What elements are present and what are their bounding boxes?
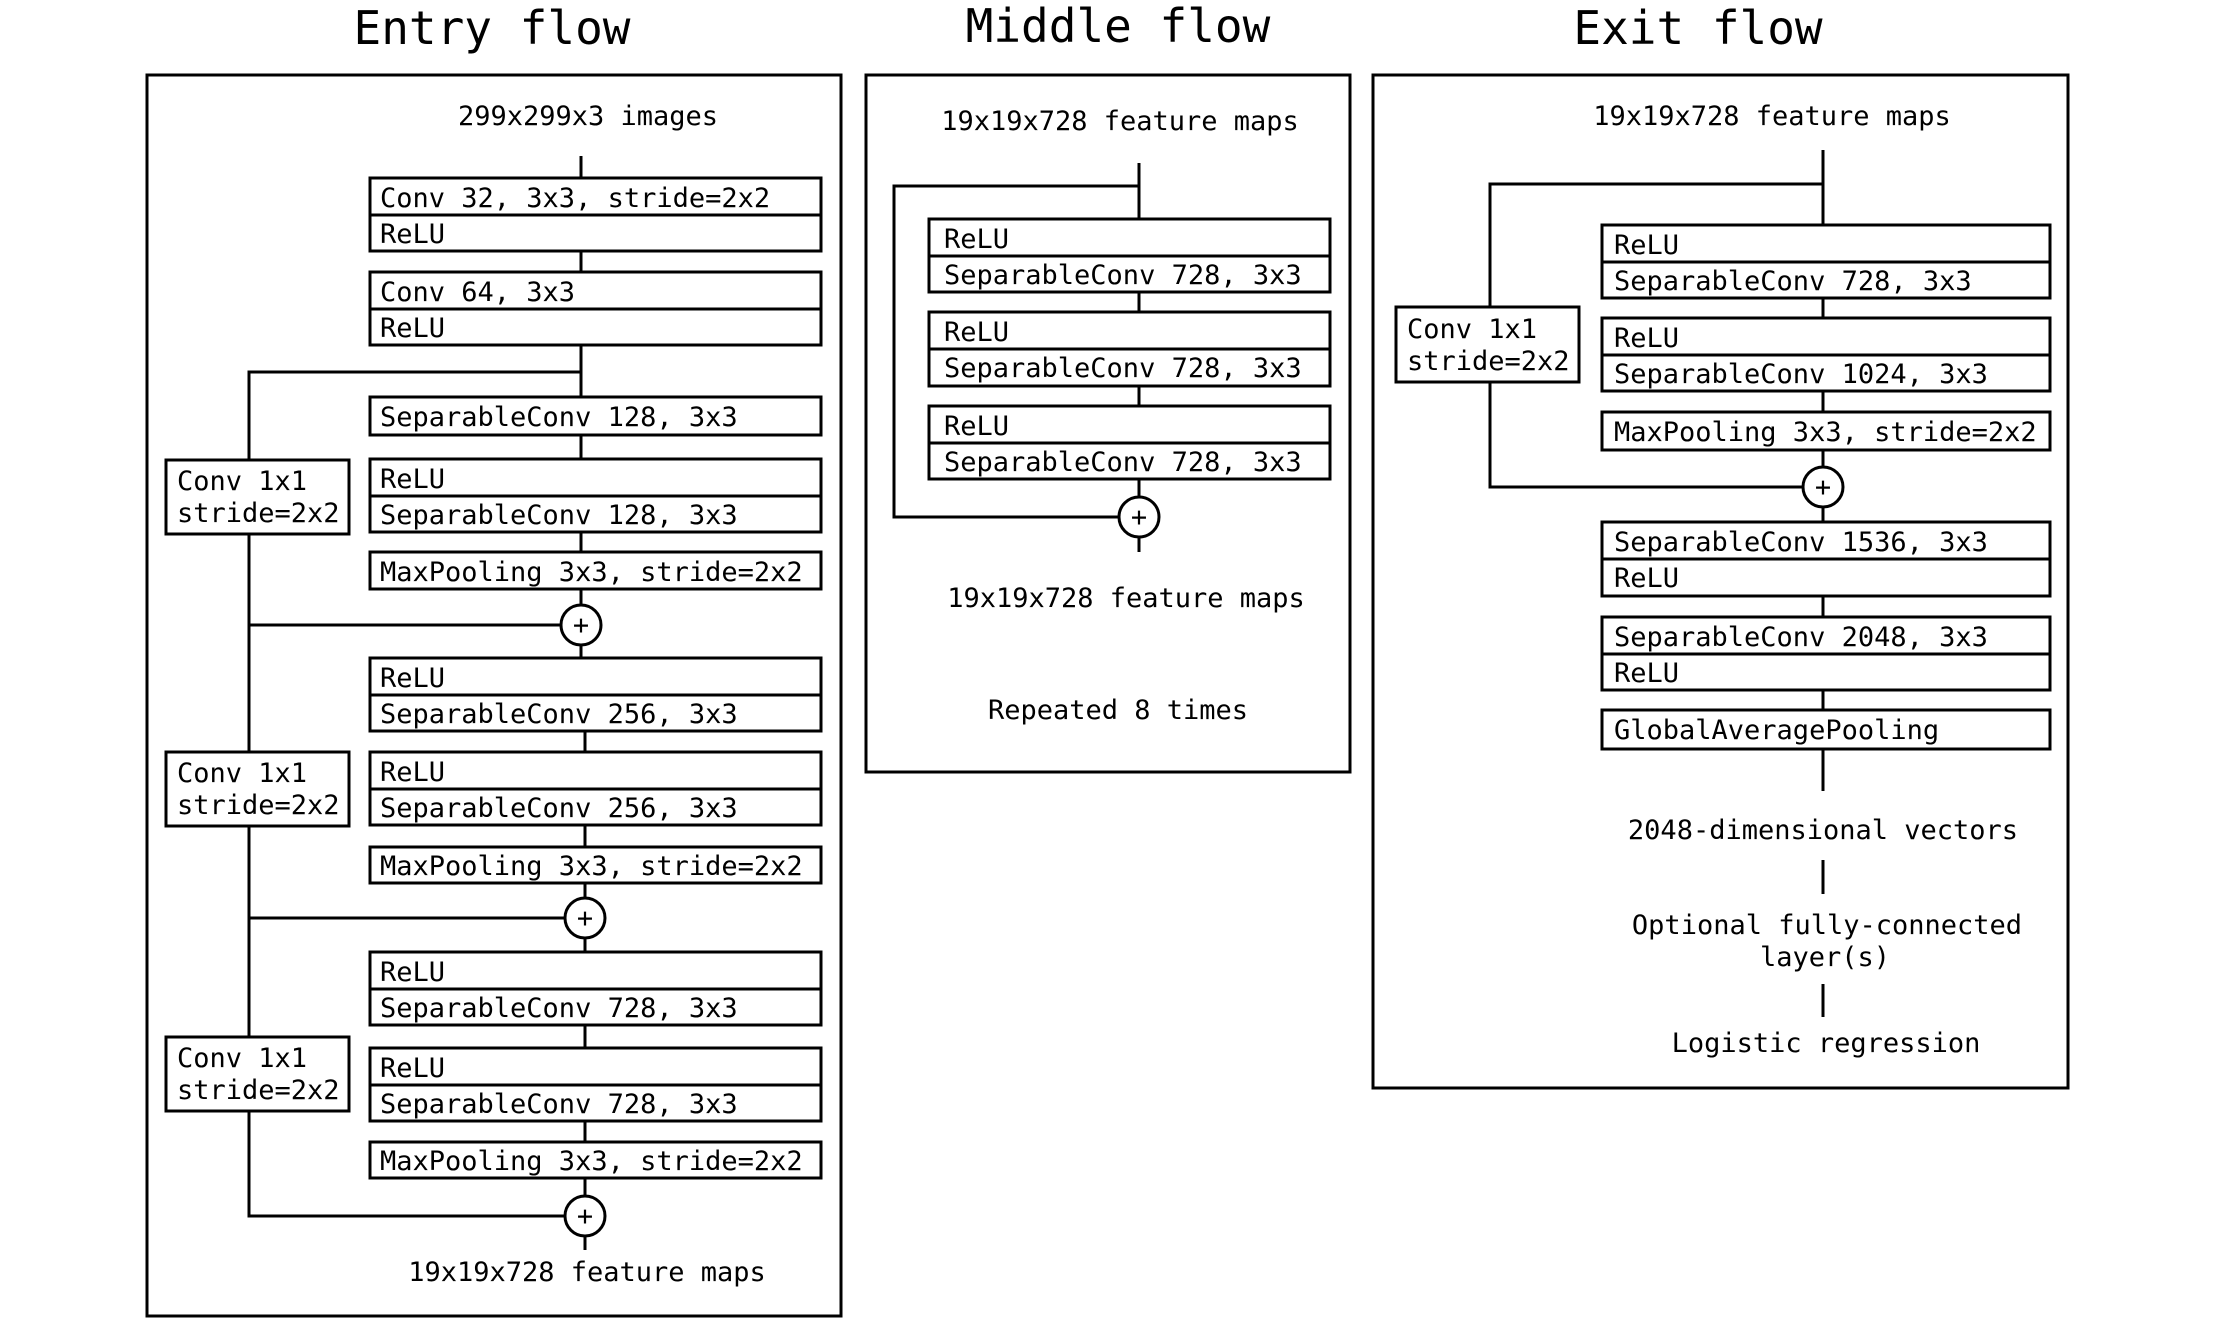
exit-block-gap-line1: GlobalAveragePooling: [1614, 715, 1939, 746]
entry-shortcut-1: Conv 1x1 stride=2x2: [164, 458, 351, 536]
entry-block-sepconv256-a-line2: SeparableConv 256, 3x3: [380, 699, 738, 730]
exit-block-sepconv1024-line2: SeparableConv 1024, 3x3: [1614, 359, 1988, 390]
entry-shortcut-3-line1: Conv 1x1: [177, 1043, 307, 1074]
entry-block-sepconv128-b-line2: SeparableConv 128, 3x3: [380, 500, 738, 531]
entry-block-maxpool-2-line1: MaxPooling 3x3, stride=2x2: [380, 851, 803, 882]
middle-add: +: [1117, 495, 1161, 539]
exit-shortcut-line2: stride=2x2: [1407, 346, 1570, 377]
exit-add-symbol: +: [1815, 472, 1831, 503]
exit-block-maxpool-line1: MaxPooling 3x3, stride=2x2: [1614, 417, 2037, 448]
entry-block-sepconv728-b: ReLU SeparableConv 728, 3x3: [368, 1046, 823, 1123]
entry-add-2-symbol: +: [577, 903, 593, 934]
entry-block-sepconv128-a-line1: SeparableConv 128, 3x3: [380, 402, 738, 433]
middle-flow-wires: [892, 163, 1141, 552]
middle-output-label: 19x19x728 feature maps: [947, 583, 1305, 614]
entry-block-sepconv256-a-line1: ReLU: [380, 663, 445, 694]
entry-block-maxpool-1-line1: MaxPooling 3x3, stride=2x2: [380, 557, 803, 588]
entry-block-conv64: Conv 64, 3x3 ReLU: [368, 270, 823, 347]
exit-block-sepconv1536-line1: SeparableConv 1536, 3x3: [1614, 527, 1988, 558]
middle-flow-panel: [864, 73, 1352, 774]
middle-repeat-note: Repeated 8 times: [988, 695, 1248, 726]
entry-block-conv64-line1: Conv 64, 3x3: [380, 277, 575, 308]
entry-block-conv32-line2: ReLU: [380, 219, 445, 250]
middle-input-label: 19x19x728 feature maps: [941, 106, 1299, 137]
entry-block-sepconv128-b-line1: ReLU: [380, 464, 445, 495]
entry-block-conv64-line2: ReLU: [380, 313, 445, 344]
middle-block-3-line1: ReLU: [944, 411, 1009, 442]
entry-block-sepconv256-a: ReLU SeparableConv 256, 3x3: [368, 656, 823, 733]
exit-block-maxpool: MaxPooling 3x3, stride=2x2: [1600, 410, 2052, 452]
entry-shortcut-1-line2: stride=2x2: [177, 498, 340, 529]
exit-flow-title: Exit flow: [1573, 1, 1823, 55]
middle-block-3: ReLU SeparableConv 728, 3x3: [927, 404, 1332, 481]
entry-block-sepconv728-a: ReLU SeparableConv 728, 3x3: [368, 950, 823, 1027]
exit-block-sepconv2048: SeparableConv 2048, 3x3 ReLU: [1600, 615, 2052, 692]
exit-block-sepconv2048-line2: ReLU: [1614, 658, 1679, 689]
exit-input-label: 19x19x728 feature maps: [1593, 101, 1951, 132]
exit-flow-panel: [1371, 73, 2070, 1090]
exit-final-label: Logistic regression: [1672, 1028, 1981, 1059]
entry-block-sepconv256-b-line2: SeparableConv 256, 3x3: [380, 793, 738, 824]
entry-shortcut-2: Conv 1x1 stride=2x2: [164, 750, 351, 828]
entry-shortcut-2-line1: Conv 1x1: [177, 758, 307, 789]
entry-add-3: +: [563, 1194, 607, 1238]
entry-block-conv32-line1: Conv 32, 3x3, stride=2x2: [380, 183, 770, 214]
entry-block-maxpool-2: MaxPooling 3x3, stride=2x2: [368, 845, 823, 885]
entry-block-sepconv128-a: SeparableConv 128, 3x3: [368, 395, 823, 437]
middle-block-2-line2: SeparableConv 728, 3x3: [944, 353, 1302, 384]
middle-block-1: ReLU SeparableConv 728, 3x3: [927, 217, 1332, 294]
exit-block-sepconv1024: ReLU SeparableConv 1024, 3x3: [1600, 316, 2052, 393]
entry-add-1-symbol: +: [573, 610, 589, 641]
entry-block-sepconv728-a-line2: SeparableConv 728, 3x3: [380, 993, 738, 1024]
middle-block-1-line2: SeparableConv 728, 3x3: [944, 260, 1302, 291]
exit-block-sepconv1024-line1: ReLU: [1614, 323, 1679, 354]
exit-block-sepconv1536-line2: ReLU: [1614, 563, 1679, 594]
exit-block-gap: GlobalAveragePooling: [1600, 708, 2052, 751]
entry-add-3-symbol: +: [577, 1201, 593, 1232]
entry-output-label: 19x19x728 feature maps: [408, 1257, 766, 1288]
entry-block-maxpool-3-line1: MaxPooling 3x3, stride=2x2: [380, 1146, 803, 1177]
entry-block-sepconv128-b: ReLU SeparableConv 128, 3x3: [368, 457, 823, 534]
entry-input-label: 299x299x3 images: [458, 101, 718, 132]
middle-flow-title: Middle flow: [966, 0, 1271, 53]
middle-block-2: ReLU SeparableConv 728, 3x3: [927, 310, 1332, 388]
exit-block-sepconv728-line2: SeparableConv 728, 3x3: [1614, 266, 1972, 297]
exit-block-sepconv728: ReLU SeparableConv 728, 3x3: [1600, 223, 2052, 300]
middle-block-3-line2: SeparableConv 728, 3x3: [944, 447, 1302, 478]
entry-shortcut-3-line2: stride=2x2: [177, 1075, 340, 1106]
exit-add: +: [1801, 465, 1845, 509]
exit-block-sepconv728-line1: ReLU: [1614, 230, 1679, 261]
entry-block-sepconv728-a-line1: ReLU: [380, 957, 445, 988]
middle-block-1-line1: ReLU: [944, 224, 1009, 255]
entry-block-conv32: Conv 32, 3x3, stride=2x2 ReLU: [368, 176, 823, 253]
entry-block-sepconv256-b-line1: ReLU: [380, 757, 445, 788]
exit-fc-label-line2: layer(s): [1760, 942, 1890, 973]
exit-vector-label: 2048-dimensional vectors: [1628, 815, 2018, 846]
entry-shortcut-3: Conv 1x1 stride=2x2: [164, 1035, 351, 1113]
exit-fc-label-line1: Optional fully-connected: [1632, 910, 2022, 941]
entry-flow-panel: [145, 73, 843, 1318]
exit-shortcut-line1: Conv 1x1: [1407, 314, 1537, 345]
entry-block-maxpool-3: MaxPooling 3x3, stride=2x2: [368, 1140, 823, 1180]
entry-shortcut-1-line1: Conv 1x1: [177, 466, 307, 497]
middle-block-2-line1: ReLU: [944, 317, 1009, 348]
entry-block-sepconv256-b: ReLU SeparableConv 256, 3x3: [368, 750, 823, 827]
exit-flow-wires: [1488, 150, 1825, 1017]
entry-block-sepconv728-b-line1: ReLU: [380, 1053, 445, 1084]
entry-flow-title: Entry flow: [354, 1, 631, 55]
entry-flow-wires: [247, 156, 587, 1250]
entry-shortcut-2-line2: stride=2x2: [177, 790, 340, 821]
exit-block-sepconv1536: SeparableConv 1536, 3x3 ReLU: [1600, 520, 2052, 598]
exit-block-sepconv2048-line1: SeparableConv 2048, 3x3: [1614, 622, 1988, 653]
entry-add-1: +: [559, 603, 603, 647]
entry-add-2: +: [563, 896, 607, 940]
entry-block-maxpool-1: MaxPooling 3x3, stride=2x2: [368, 550, 823, 591]
exit-shortcut: Conv 1x1 stride=2x2: [1394, 305, 1581, 384]
entry-block-sepconv728-b-line2: SeparableConv 728, 3x3: [380, 1089, 738, 1120]
middle-add-symbol: +: [1131, 502, 1147, 533]
